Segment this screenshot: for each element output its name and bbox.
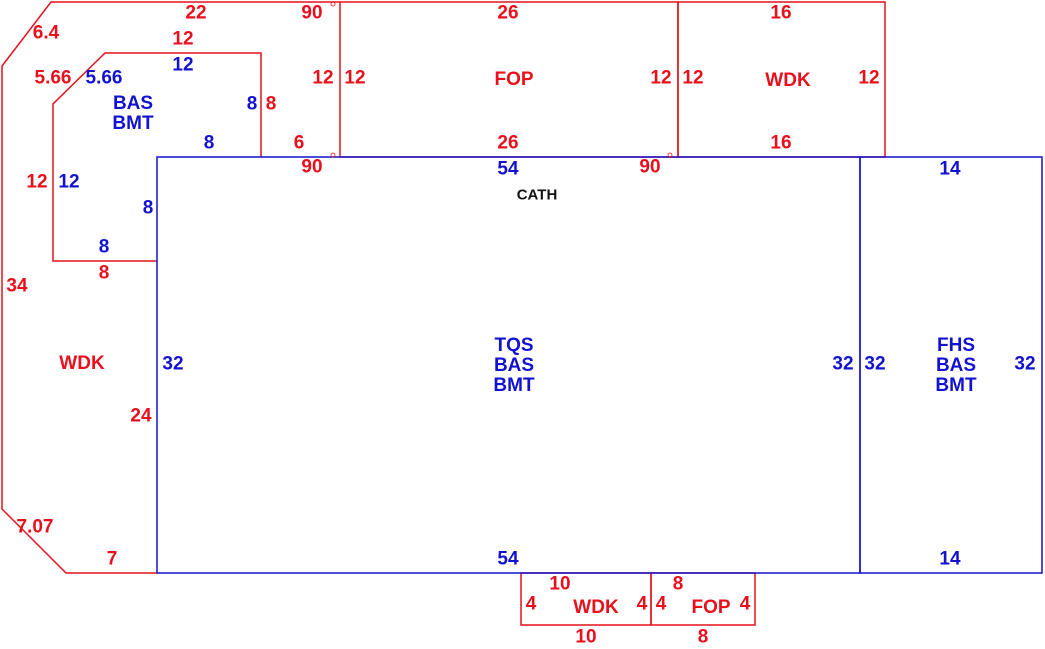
dim-label: 8 <box>246 93 258 115</box>
dim-label: 12 <box>682 67 704 89</box>
dim-label: 4 <box>655 593 667 615</box>
east-living-outline <box>859 156 1043 574</box>
dim-label: 8 <box>672 573 684 595</box>
area-code: BMT <box>112 113 154 134</box>
dim-label: 6.4 <box>32 22 60 44</box>
dim-label: 7 <box>106 548 118 570</box>
area-main-codes: TQS BAS BMT <box>493 336 534 396</box>
cathedral-label: CATH <box>516 186 558 204</box>
dim-label: 24 <box>130 405 152 427</box>
dim-label: 54 <box>497 548 519 570</box>
angle-marker <box>330 1 336 7</box>
dim-label: 8 <box>203 132 215 154</box>
dim-label: 12 <box>858 67 880 89</box>
dim-label: 12 <box>650 67 672 89</box>
area-code: BAS <box>493 355 535 376</box>
area-wdk-north: WDK <box>765 70 811 91</box>
angle-label: 90 <box>301 156 323 178</box>
dim-label: 16 <box>770 132 792 154</box>
area-fop-south: FOP <box>691 597 731 618</box>
dim-label: 8 <box>265 93 277 115</box>
dim-label: 4 <box>636 593 648 615</box>
dim-label: 32 <box>832 353 854 375</box>
area-code: TQS <box>494 335 534 356</box>
dim-label: 12 <box>58 171 80 193</box>
dim-label: 12 <box>344 67 366 89</box>
area-fop-north: FOP <box>494 69 534 90</box>
dim-label: 32 <box>864 353 886 375</box>
wdk-west-outline <box>1 1 340 574</box>
bas-nw-outline <box>52 52 262 262</box>
dim-label: 12 <box>172 28 194 50</box>
area-code: FHS <box>937 335 975 356</box>
angle-marker <box>667 152 673 158</box>
angle-label: 90 <box>301 2 323 24</box>
area-nw-codes: BAS BMT <box>112 94 153 134</box>
dim-label: 14 <box>939 158 961 180</box>
area-code: BMT <box>493 375 535 396</box>
area-east-codes: FHS BAS BMT <box>935 336 976 396</box>
area-code: BAS <box>112 93 154 114</box>
dim-label: 54 <box>497 158 519 180</box>
dim-label: 4 <box>739 593 751 615</box>
angle-label: 90 <box>639 156 661 178</box>
dim-label: 4 <box>525 593 537 615</box>
area-wdk-south: WDK <box>573 597 619 618</box>
dim-label: 26 <box>497 132 519 154</box>
dim-label: 5.66 <box>85 67 123 89</box>
dim-label: 12 <box>312 67 334 89</box>
dim-label: 22 <box>185 2 207 24</box>
dim-label: 8 <box>142 197 154 219</box>
dim-label: 16 <box>770 2 792 24</box>
dim-label: 6 <box>293 132 305 154</box>
dim-label: 7.07 <box>16 516 54 538</box>
dim-label: 14 <box>939 548 961 570</box>
dim-label: 12 <box>26 171 48 193</box>
dim-label: 8 <box>98 236 110 258</box>
dim-label: 8 <box>98 262 110 284</box>
area-code: BAS <box>935 355 977 376</box>
dim-label: 10 <box>575 626 597 648</box>
angle-marker <box>330 152 336 158</box>
dim-label: 34 <box>6 275 28 297</box>
dim-label: 32 <box>162 353 184 375</box>
dim-label: 8 <box>697 626 709 648</box>
dim-label: 32 <box>1014 353 1036 375</box>
area-wdk-west: WDK <box>59 353 105 374</box>
dim-label: 26 <box>497 2 519 24</box>
dim-label: 5.66 <box>34 67 72 89</box>
dim-label: 10 <box>549 573 571 595</box>
dim-label: 12 <box>172 54 194 76</box>
area-code: BMT <box>935 375 977 396</box>
